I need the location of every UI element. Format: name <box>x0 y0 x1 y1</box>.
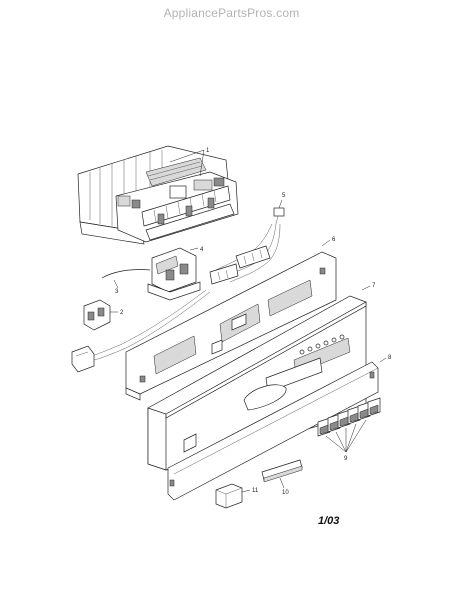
part-2-terminal-block <box>83 299 118 331</box>
part-1-control-board <box>77 145 239 245</box>
callout-1: 1 <box>206 148 210 154</box>
part-3-wire <box>101 269 151 289</box>
part-8-trim-strip <box>167 357 387 501</box>
date-code: 1/03 <box>318 515 339 527</box>
callout-5: 5 <box>282 193 286 199</box>
part-11-small-block <box>215 483 251 509</box>
callout-2: 2 <box>120 310 124 316</box>
callout-6: 6 <box>332 237 336 243</box>
callout-7: 7 <box>372 283 376 289</box>
part-4-switch-module <box>147 247 201 301</box>
part-9-button-set <box>317 397 381 453</box>
part-6-control-frame <box>125 239 337 401</box>
callout-3: 3 <box>115 289 119 295</box>
watermark: AppliancePartsPros.com <box>163 6 300 20</box>
wire-plug <box>71 345 95 373</box>
part-5-connector <box>273 199 285 225</box>
callout-11: 11 <box>252 488 259 494</box>
callout-10: 10 <box>282 490 289 496</box>
callout-4: 4 <box>200 247 204 253</box>
callout-8: 8 <box>388 355 392 361</box>
part-10-light-bar <box>261 459 303 489</box>
callout-9: 9 <box>344 456 348 462</box>
